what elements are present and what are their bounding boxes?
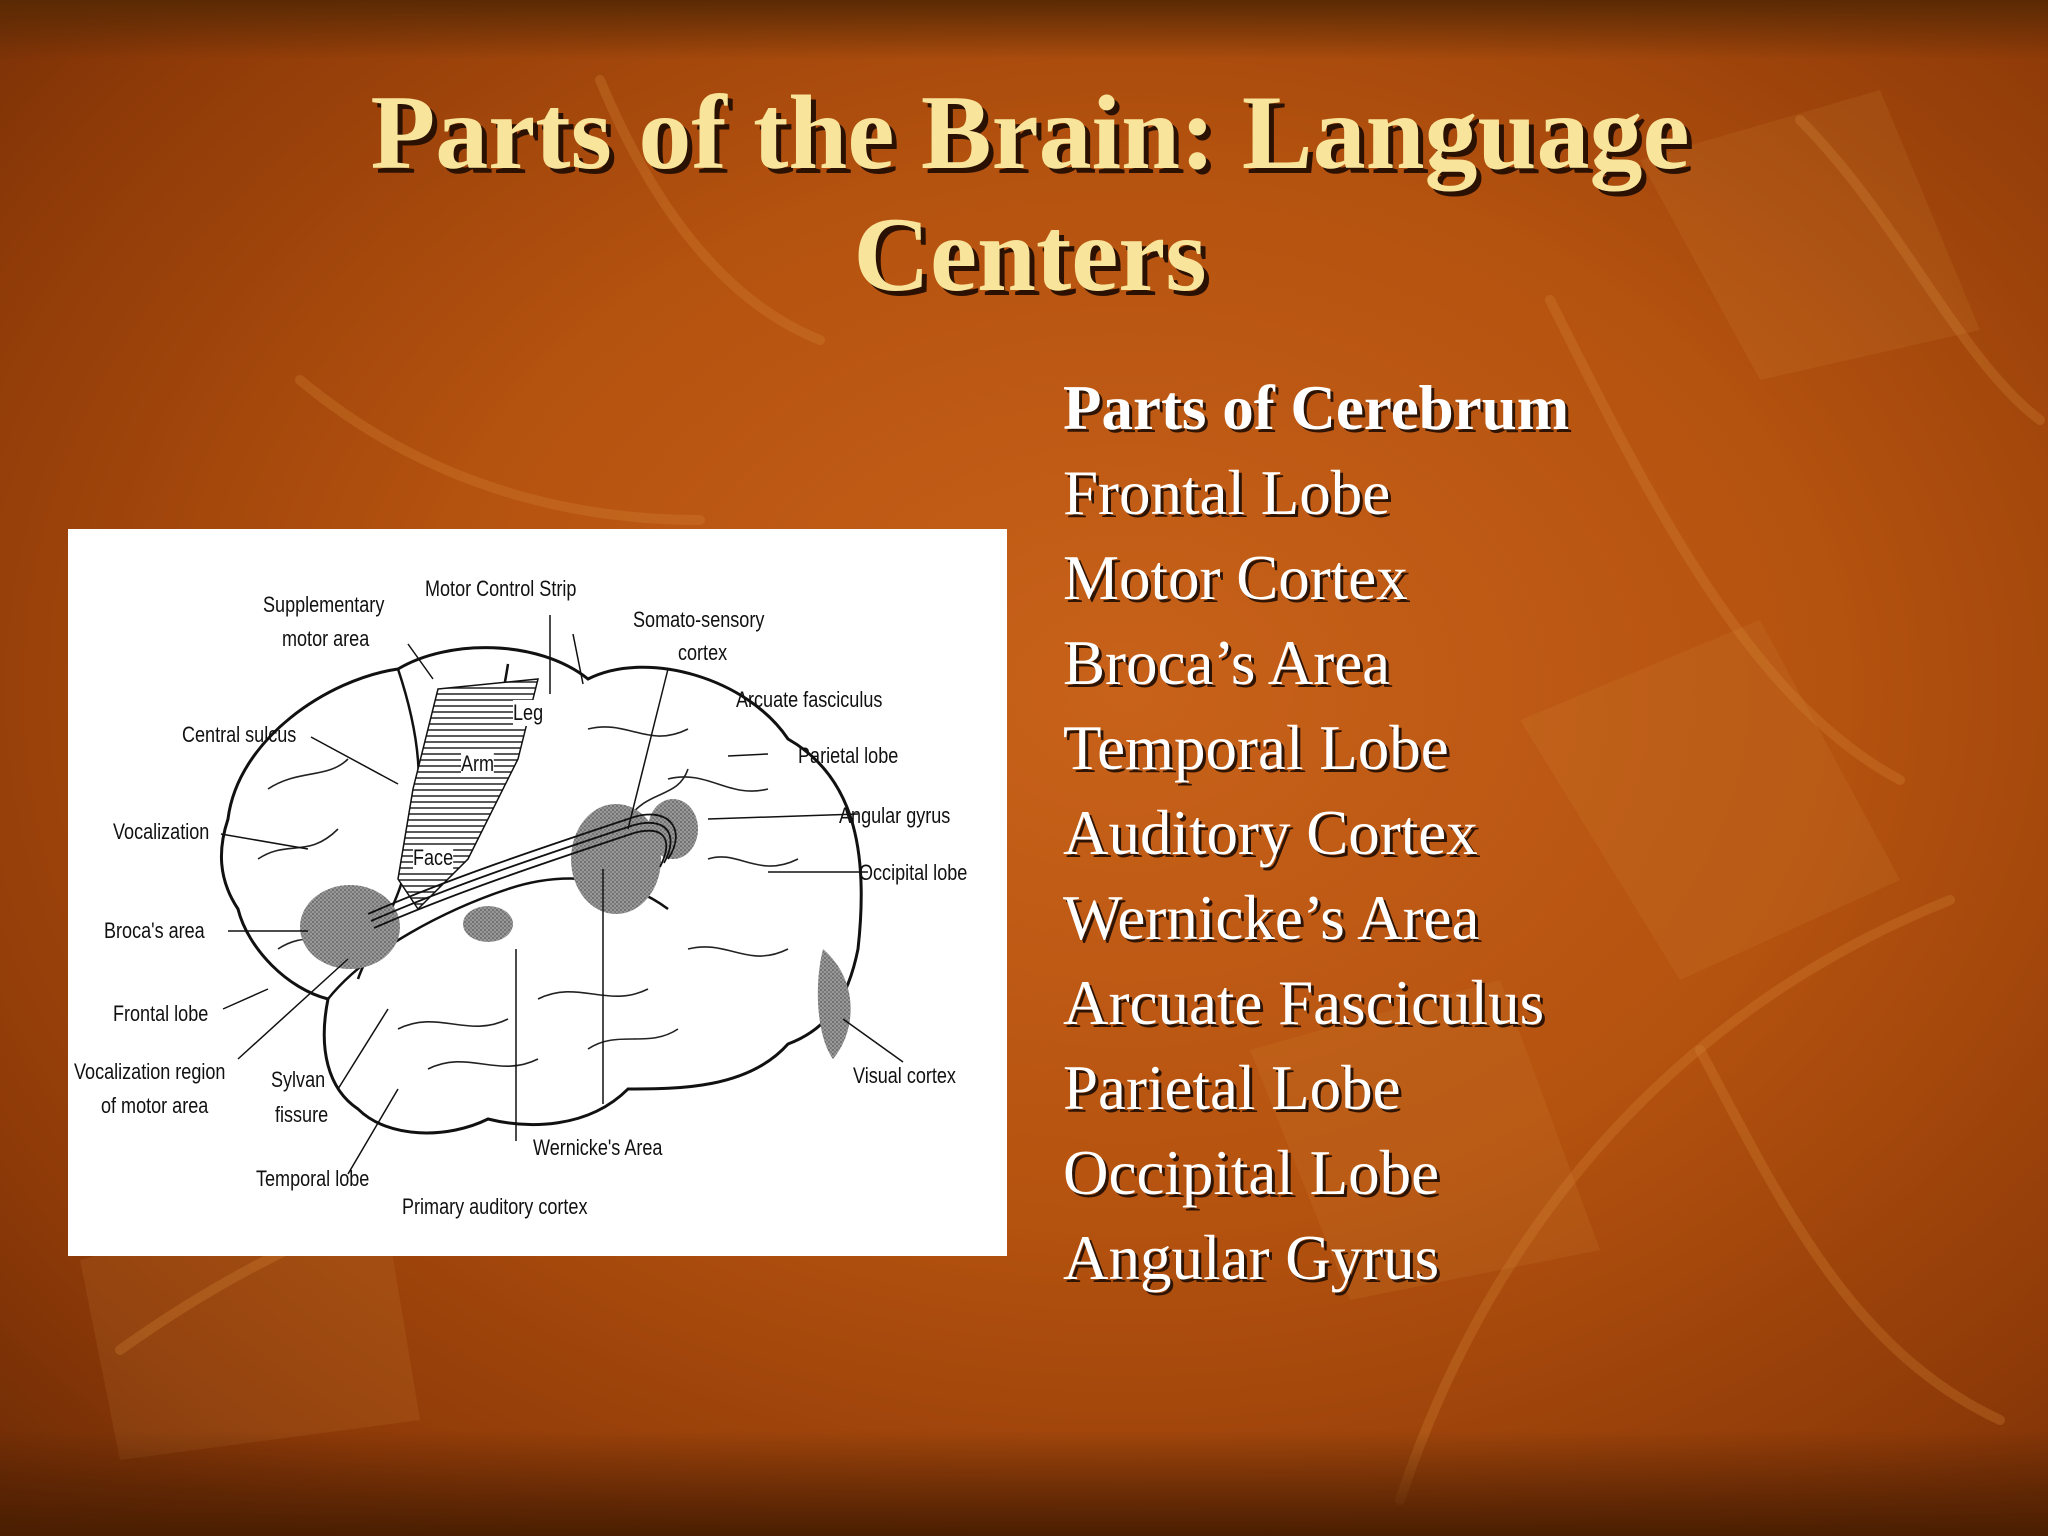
list-item: Temporal Lobe bbox=[1063, 713, 1449, 783]
broca-area-shading bbox=[300, 885, 400, 969]
label-primary-auditory-cortex: Primary auditory cortex bbox=[402, 1194, 588, 1219]
list-item: Angular Gyrus bbox=[1063, 1223, 1440, 1293]
list-item: Parietal Lobe bbox=[1063, 1053, 1401, 1123]
label-face: Face bbox=[413, 845, 454, 871]
label-motor-control-strip: Motor Control Strip bbox=[425, 576, 577, 601]
label-of-motor-area: of motor area bbox=[101, 1093, 209, 1118]
top-shade bbox=[0, 0, 2048, 60]
list-item: Broca’s Area bbox=[1063, 628, 1391, 698]
cerebrum-parts-list: Parts of Cerebrum Frontal Lobe Motor Cor… bbox=[1063, 366, 1569, 1301]
label-central-sulcus: Central sulcus bbox=[182, 722, 297, 747]
wernicke-area-shading bbox=[571, 804, 661, 914]
label-occipital-lobe: Occipital lobe bbox=[859, 860, 968, 885]
label-arcuate-fasciculus: Arcuate fasciculus bbox=[736, 687, 883, 712]
auditory-cortex-shading bbox=[463, 906, 513, 942]
label-visual-cortex: Visual cortex bbox=[853, 1063, 956, 1088]
label-motor-area: motor area bbox=[282, 626, 370, 651]
angular-gyrus-shading bbox=[648, 799, 698, 859]
label-wernickes-area: Wernicke's Area bbox=[533, 1135, 663, 1160]
list-item: Frontal Lobe bbox=[1063, 458, 1391, 528]
list-item: Auditory Cortex bbox=[1063, 798, 1478, 868]
label-brocas-area: Broca's area bbox=[104, 918, 205, 943]
list-heading: Parts of Cerebrum bbox=[1063, 373, 1570, 443]
label-sylvan: Sylvan bbox=[271, 1067, 326, 1092]
title-line-1: Parts of the Brain: Language bbox=[370, 74, 1690, 191]
label-leg: Leg bbox=[513, 700, 544, 726]
list-item: Occipital Lobe bbox=[1063, 1138, 1440, 1208]
list-item: Arcuate Fasciculus bbox=[1063, 968, 1545, 1038]
label-fissure: fissure bbox=[275, 1102, 329, 1127]
label-frontal-lobe: Frontal lobe bbox=[113, 1001, 209, 1026]
label-somato-sensory: Somato-sensory bbox=[633, 607, 765, 632]
visual-cortex-shading bbox=[817, 949, 851, 1059]
label-supplementary: Supplementary bbox=[263, 592, 385, 617]
label-vocalization-region: Vocalization region bbox=[74, 1059, 226, 1084]
label-vocalization: Vocalization bbox=[113, 819, 210, 844]
label-arm: Arm bbox=[461, 751, 495, 777]
brain-diagram: Motor Control Strip Supplementary motor … bbox=[68, 529, 1007, 1256]
list-item: Motor Cortex bbox=[1063, 543, 1408, 613]
label-cortex: cortex bbox=[678, 640, 728, 665]
slide-title: Parts of the Brain: Language Centers bbox=[180, 72, 1880, 316]
list-item: Wernicke’s Area bbox=[1063, 883, 1480, 953]
title-line-2: Centers bbox=[853, 196, 1207, 313]
label-temporal-lobe: Temporal lobe bbox=[256, 1166, 370, 1191]
label-parietal-lobe: Parietal lobe bbox=[798, 743, 899, 768]
label-angular-gyrus: Angular gyrus bbox=[839, 803, 951, 828]
bottom-shade bbox=[0, 1430, 2048, 1536]
